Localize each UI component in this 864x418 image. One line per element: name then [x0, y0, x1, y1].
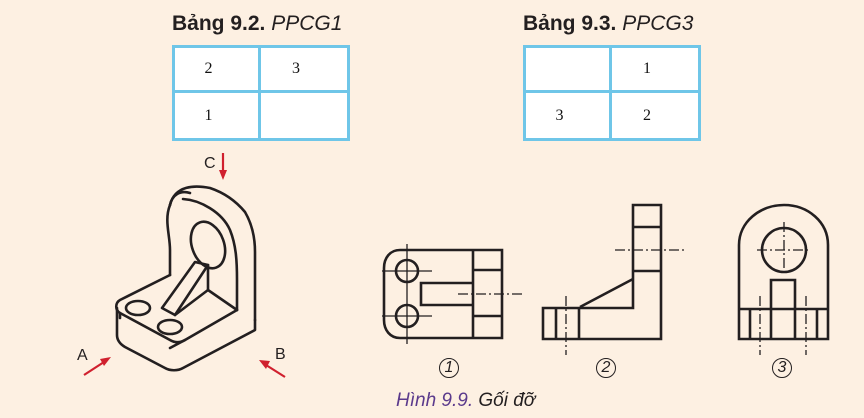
table-cell [526, 48, 612, 93]
isometric-bracket [114, 185, 257, 372]
table-cell: 1 [175, 93, 261, 138]
table-name: PPCG3 [622, 12, 694, 35]
table-cell: 2 [612, 93, 698, 138]
table-cell: 3 [261, 48, 347, 93]
cell-value: 3 [555, 106, 564, 124]
figure-caption: Hình 9.9. Gối đỡ [396, 390, 535, 412]
cell-value: 2 [204, 60, 213, 77]
view-number: 2 [601, 359, 611, 376]
direction-label-c: C [204, 155, 216, 172]
table-title-ppcg3: Bảng 9.3. PPCG3 [523, 12, 693, 36]
table-number: Bảng 9.2. [172, 12, 266, 35]
direction-label-a: A [77, 347, 88, 364]
cell-value: 1 [204, 106, 213, 124]
view-label-3: 3 [772, 358, 792, 378]
view-number: 3 [777, 359, 787, 376]
view-2-drawing [541, 203, 663, 341]
table-cell: 1 [612, 48, 698, 93]
cell-value: 2 [643, 106, 651, 124]
view-3-centerlines [757, 222, 810, 355]
table-name: PPCG1 [271, 12, 343, 35]
view-direction-arrows [83, 153, 286, 378]
view-label-2: 2 [596, 358, 616, 378]
table-title-ppcg1: Bảng 9.2. PPCG1 [172, 12, 342, 36]
view-2-centerlines [565, 249, 684, 355]
view-1-centerlines [382, 244, 522, 344]
table-ppcg1: 2 3 1 [172, 45, 350, 141]
cell-value: 1 [643, 60, 651, 77]
view-label-1: 1 [439, 358, 459, 378]
cell-value: 3 [292, 60, 300, 77]
arrow-a-icon [83, 361, 105, 376]
table-number: Bảng 9.3. [523, 12, 617, 35]
figure-title: Gối đỡ [478, 390, 536, 411]
view-number: 1 [444, 359, 454, 376]
arrow-b-icon [265, 364, 286, 378]
figure-number: Hình 9.9. [396, 390, 474, 411]
table-ppcg3: 1 3 2 [523, 45, 701, 141]
direction-label-b: B [275, 346, 286, 363]
table-cell: 2 [175, 48, 261, 93]
table-cell: 3 [526, 93, 612, 138]
